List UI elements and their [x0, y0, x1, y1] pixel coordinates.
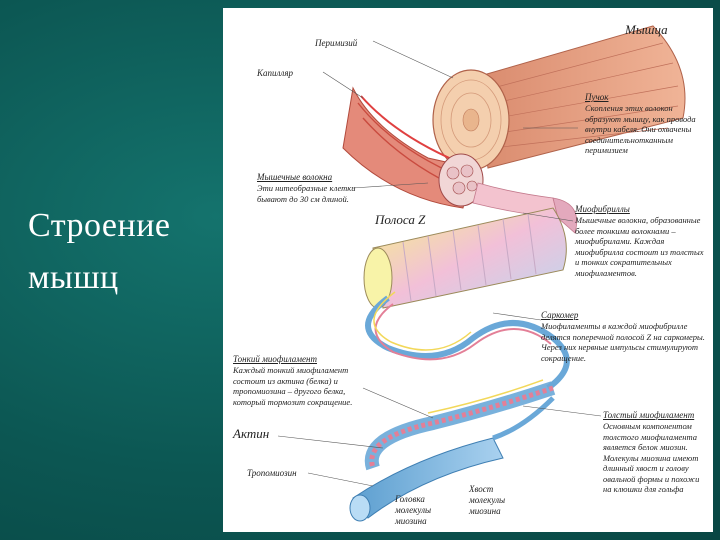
- muscle-structure-illustration: [277, 25, 686, 522]
- label-muscle: Мышца: [625, 22, 668, 37]
- label-fibers-text: Эти нитеобразные клетки бывают до 30 см …: [257, 183, 356, 204]
- slide-title: Строение мышц: [28, 200, 218, 304]
- label-bundle: Пучок Скопления этих волокон образуют мы…: [585, 92, 700, 156]
- muscle-structure-figure: Мышца Перимизий Капилляр Пучок Скопления…: [223, 8, 713, 532]
- label-capillary: Капилляр: [257, 68, 294, 78]
- label-actin: Актин: [233, 426, 270, 441]
- label-fibers-heading: Мышечные волокна: [257, 172, 333, 182]
- label-bundle-text: Скопления этих волокон образуют мышцу, к…: [585, 103, 696, 155]
- label-thin-filament-text: Каждый тонкий миофиламент состоит из акт…: [233, 365, 353, 407]
- label-myofibrils-text: Мышечные волокна, образованные более тон…: [575, 215, 704, 278]
- fascicle-bundle: [342, 86, 484, 209]
- label-fibers: Мышечные волокна Эти нитеобразные клетки…: [257, 172, 357, 204]
- title-line-2: мышц: [28, 259, 119, 296]
- myofilament-detail: [364, 379, 556, 471]
- label-thin-filament-heading: Тонкий миофиламент: [233, 354, 317, 364]
- label-thick-filament: Толстый миофиламент Основным компонентом…: [603, 410, 708, 495]
- label-myofibrils-heading: Миофибриллы: [575, 204, 630, 214]
- label-bundle-heading: Пучок: [585, 92, 609, 102]
- label-thin-filament: Тонкий миофиламент Каждый тонкий миофила…: [233, 354, 373, 407]
- label-tropomyosin: Тропомиозин: [247, 468, 297, 478]
- label-thick-filament-heading: Толстый миофиламент: [603, 410, 695, 420]
- label-sarcomere-text: Миофиламенты в каждой миофибрилле делятс…: [541, 321, 705, 363]
- label-z-band: Полоса Z: [375, 212, 426, 227]
- myosin-filament-tube: [349, 396, 555, 522]
- title-line-1: Строение: [28, 207, 171, 244]
- label-myosin-tail: Хвост молекулы миозина: [469, 484, 506, 516]
- leader-lines: [277, 40, 602, 487]
- sarcomere-filaments: [365, 291, 570, 391]
- label-sarcomere-heading: Саркомер: [541, 310, 579, 320]
- label-sarcomere: Саркомер Миофиламенты в каждой миофибрил…: [541, 310, 706, 363]
- muscle-cone: [432, 25, 686, 171]
- label-myofibrils: Миофибриллы Мышечные волокна, образованн…: [575, 204, 705, 278]
- myofibril-cylinder: [363, 207, 567, 309]
- label-perimysium: Перимизий: [315, 38, 358, 48]
- label-thick-filament-text: Основным компонентом толстого миофиламен…: [603, 421, 700, 494]
- label-myosin-head: Головка молекулы миозина: [395, 494, 432, 526]
